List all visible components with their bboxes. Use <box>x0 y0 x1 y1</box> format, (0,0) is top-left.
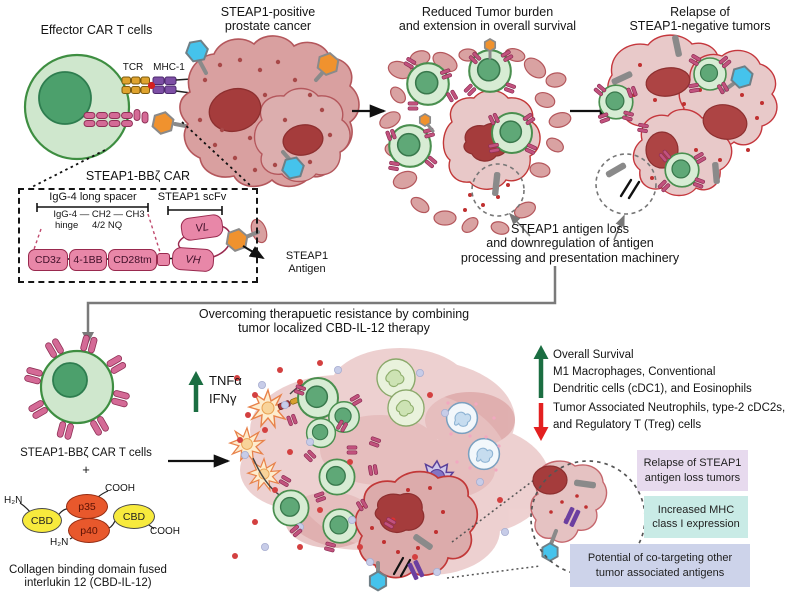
legend-down-arrow <box>533 403 549 441</box>
antigen-loss-circle <box>471 163 525 217</box>
mhc1-icon <box>152 76 177 94</box>
outcome-box-cotarget: Potential of co-targeting other tumor as… <box>570 544 750 587</box>
cooh-top-label: COOH <box>105 483 135 494</box>
steap1-antigen-label: STEAP1 Antigen <box>285 250 329 275</box>
steap1-positive-title: STEAP1-positive prostate cancer <box>220 5 316 34</box>
cytokine-lavender-dots <box>240 365 509 577</box>
outcome-box-mhc: Increased MHC class I expression <box>644 496 748 538</box>
antigen-blue-icon <box>541 542 559 562</box>
antigen-orange-icon <box>418 113 432 127</box>
antigen-loss-circle <box>595 153 657 215</box>
effector-car-t-cell <box>23 53 198 161</box>
lost-antigen-bar <box>604 161 628 179</box>
car-t-cells-label: STEAP1-BBζ CAR T cells <box>20 447 152 459</box>
macrophage-icon <box>387 389 425 427</box>
vh-domain: VH <box>171 246 215 273</box>
car-t-cell-bottom <box>24 334 130 440</box>
note-arrow <box>508 212 531 237</box>
p35-subunit: p35 <box>66 494 108 519</box>
t-cell-icon <box>406 62 450 106</box>
tcr-label: TCR <box>122 62 144 73</box>
tumor-speckles <box>197 57 333 173</box>
hinge-formula: IgG-4 — CH2 — CH3 <box>53 209 145 220</box>
h2n-top-label: H₂N <box>4 495 23 506</box>
legend-up-arrow <box>533 345 549 398</box>
therapy-title: Overcoming therapuetic resistance by com… <box>198 307 470 336</box>
spacer-connector <box>157 253 170 266</box>
neutrophil-speckles <box>446 401 501 472</box>
car-receptors <box>24 334 130 440</box>
neutrophil-icon <box>467 437 501 471</box>
steap1-positive-tumor <box>179 35 360 188</box>
outcome-box-relapse: Relapse of STEAP1 antigen loss tumors <box>637 450 748 491</box>
relapse-title: Relapse of STEAP1-negative tumors <box>629 5 771 34</box>
effector-title: Effector CAR T cells <box>40 23 153 37</box>
t-cell-icon <box>272 489 310 527</box>
antigen-blue-icon <box>368 570 388 592</box>
resistance-note: STEAP1 antigen loss and downregulation o… <box>460 222 680 265</box>
cytokine-labels: TNFα IFNγ <box>209 373 242 407</box>
relapse-tumor-panel <box>592 34 778 215</box>
cytokine-red-dots <box>232 360 503 560</box>
cytokine-up-arrow <box>188 371 204 412</box>
p40-subunit: p40 <box>68 518 110 543</box>
reduced-title: Reduced Tumor burden and extension in ov… <box>398 5 577 34</box>
mhc1-label: MHC-1 <box>153 62 185 73</box>
peptide-dot <box>147 81 156 90</box>
car-construct-box <box>18 188 258 283</box>
neutrophil-icon <box>445 401 479 435</box>
construct-zoom-lines <box>29 121 253 189</box>
tumor-microenvironment <box>229 348 550 592</box>
tcr-icon <box>121 76 150 94</box>
scfv-label: STEAP1 scFv <box>157 191 227 203</box>
reduced-tumor-panel <box>379 38 572 235</box>
cbd-right: CBD <box>113 504 155 529</box>
41bb-domain: 4-1BB <box>69 249 107 271</box>
t-cell-icon <box>322 508 358 544</box>
hinge-label: hinge <box>55 220 79 231</box>
loss-slashes-icon <box>619 178 641 200</box>
antigen-orange-icon <box>483 38 497 52</box>
cbd-il12-caption: Collagen binding domain fused interlukin… <box>9 564 167 590</box>
cooh-right-label: COOH <box>150 526 180 537</box>
loss-slashes-icon <box>392 556 412 578</box>
spacer-label: IgG-4 long spacer <box>49 191 137 203</box>
cbd-left: CBD <box>22 508 62 533</box>
cd3z-domain: CD3z <box>28 249 68 271</box>
steap1-antigen-orange-icon <box>150 109 176 137</box>
plus-sign: + <box>82 462 90 477</box>
note-arrow <box>613 214 625 241</box>
cd28tm-domain: CD28tm <box>108 249 157 271</box>
nq-label: 4/2 NQ <box>92 220 123 231</box>
legend-up-text: Overall Survival M1 Macrophages, Convent… <box>553 349 752 395</box>
inset-wedge-lines <box>446 479 541 579</box>
legend-down-text: Tumor Associated Neutrophils, type-2 cDC… <box>553 402 786 431</box>
car-receptor-icon <box>83 109 149 127</box>
construct-title: STEAP1-BBζ CAR <box>85 169 191 183</box>
h2n-bottom-label: H₂N <box>50 537 69 548</box>
